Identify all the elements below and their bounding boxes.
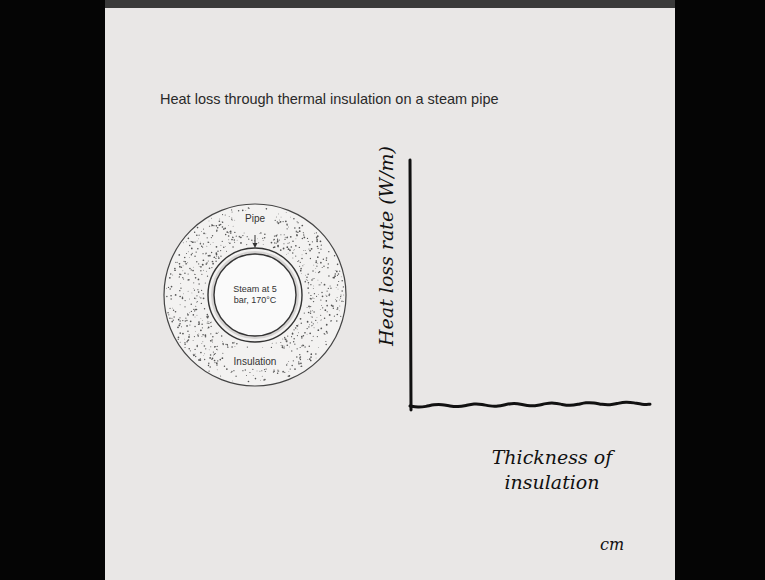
axis-title: Heat loss rate (W/m) — [374, 144, 399, 348]
axis-title: Thickness of insulation — [470, 445, 634, 494]
horizontal-axis — [410, 402, 650, 407]
vertical-axis — [410, 160, 411, 410]
pipe-label: Pipe — [243, 212, 267, 225]
figure-title: Heat loss through thermal insulation on … — [160, 91, 499, 107]
top-strip — [105, 0, 675, 8]
steam-core: Steam at 5 bar, 170°C — [217, 257, 293, 333]
insulation-circle: Steam at 5 bar, 170°C Insulation — [163, 203, 347, 387]
steam-label: Steam at 5 bar, 170°C — [226, 284, 284, 307]
axis-unit: cm — [598, 535, 626, 556]
insulation-label: Insulation — [232, 355, 279, 368]
